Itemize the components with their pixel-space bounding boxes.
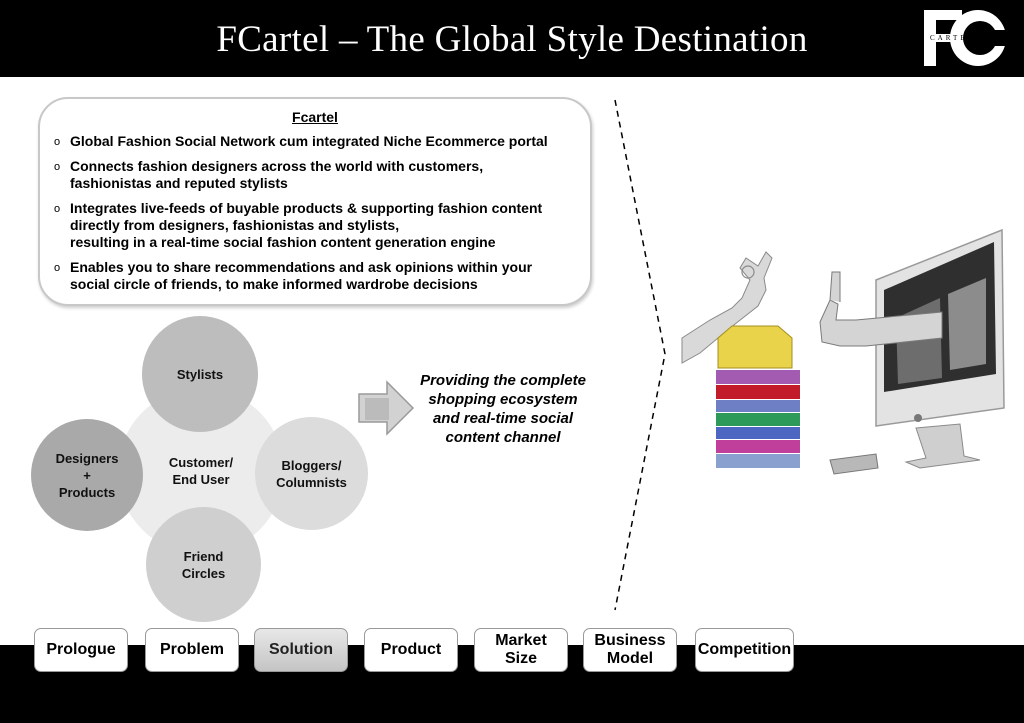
circle-designers-label: Designers + Products [55, 450, 119, 500]
feature-item: o Global Fashion Social Network cum integ… [54, 133, 584, 150]
circle-bloggers-label: Bloggers/ Columnists [276, 457, 347, 490]
logo-wordmark: CARTEL [930, 34, 975, 42]
info-box: Fcartel o Global Fashion Social Network c… [38, 97, 592, 306]
circle-stylists: Stylists [142, 316, 258, 432]
nav-competition-button[interactable]: Competition [695, 628, 794, 672]
tagline: Providing the complete shopping ecosyste… [420, 372, 586, 446]
feature-text: Integrates live-feeds of buyable product… [70, 200, 543, 250]
right-arrow-icon [358, 380, 415, 436]
circle-bullet-icon: o [54, 262, 61, 274]
info-box-title: Fcartel [292, 109, 338, 125]
nav-solution-button[interactable]: Solution [254, 628, 348, 672]
dashed-divider [614, 99, 666, 611]
feature-item: o Enables you to share recommendations an… [54, 259, 584, 293]
circle-friends-label: Friend Circles [181, 548, 226, 581]
nav-problem-button[interactable]: Problem [145, 628, 239, 672]
circle-bullet-icon: o [54, 161, 61, 173]
nav-business-model-button[interactable]: Business Model [583, 628, 677, 672]
shopping-illustration [680, 228, 1010, 478]
feature-item: o Integrates live-feeds of buyable produc… [54, 200, 584, 251]
circle-stylists-label: Stylists [176, 366, 224, 382]
center-circle-label: Customer/ End User [168, 455, 234, 487]
feature-item: o Connects fashion designers across the w… [54, 158, 584, 192]
nav-prologue-button[interactable]: Prologue [34, 628, 128, 672]
circle-bullet-icon: o [54, 203, 61, 215]
nav-product-button[interactable]: Product [364, 628, 458, 672]
page-title: FCartel – The Global Style Destination [216, 19, 808, 60]
header-bar [0, 0, 1024, 77]
circle-bullet-icon: o [54, 136, 61, 148]
feature-text: Global Fashion Social Network cum integr… [70, 133, 548, 149]
circle-bloggers: Bloggers/ Columnists [255, 417, 368, 530]
nav-market-size-button[interactable]: Market Size [474, 628, 568, 672]
feature-text: Enables you to share recommendations and… [70, 259, 533, 292]
feature-text: Connects fashion designers across the wo… [70, 158, 484, 191]
feature-list: o Global Fashion Social Network cum integ… [54, 133, 584, 301]
circle-designers: Designers + Products [31, 419, 143, 531]
circle-friends: Friend Circles [146, 507, 261, 622]
fc-logo-icon [924, 10, 1012, 66]
